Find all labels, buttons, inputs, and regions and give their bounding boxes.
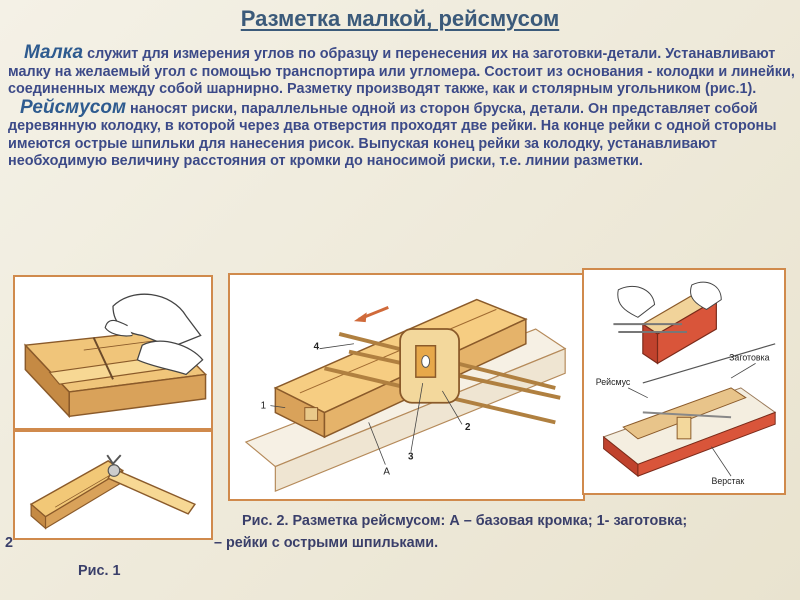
page-title: Разметка малкой, рейсмусом <box>240 6 560 31</box>
figure-2-image: 4 1 2 3 А <box>228 273 585 501</box>
fig3-label-reismus: Рейсмус <box>596 377 631 387</box>
figure-1-marking-drawing <box>23 293 208 419</box>
paragraph-malka: Малка служит для измерения углов по обра… <box>8 42 798 99</box>
figure-3-drawing: Заготовка Рейсмус Верстак <box>596 281 777 486</box>
fig2-label-a: А <box>383 466 390 477</box>
figure-1-malka-drawing <box>29 454 197 530</box>
caption-figure-2-line-1: Рис. 2. Разметка рейсмусом: А – базовая … <box>242 513 688 529</box>
fig3-label-zagotovka: Заготовка <box>729 352 770 362</box>
figure-3-image: Заготовка Рейсмус Верстак <box>582 268 786 495</box>
body-text: Малка служит для измерения углов по обра… <box>8 42 798 171</box>
figure-2-drawing: 4 1 2 3 А <box>244 298 567 493</box>
figure-1-marking-image <box>13 275 213 430</box>
caption-figure-2-line-2-end: – рейки с острыми шпильками. <box>214 535 439 551</box>
term-reismus: Рейсмусом <box>20 96 127 118</box>
paragraph-malka-text: служит для измерения углов по образцу и … <box>8 46 795 97</box>
figure-1-malka-image <box>13 430 213 540</box>
fig2-label-1: 1 <box>261 401 266 412</box>
fig2-label-3: 3 <box>408 452 414 463</box>
caption-figure-2-line-2-start: 2 <box>5 535 14 551</box>
paragraph-reismus-text: наносят риски, параллельные одной из сто… <box>8 100 777 170</box>
fig2-label-2: 2 <box>465 422 471 433</box>
paragraph-reismus: Рейсмусом наносят риски, параллельные од… <box>8 96 798 171</box>
fig2-label-4: 4 <box>314 342 320 353</box>
term-malka: Малка <box>24 42 84 63</box>
fig3-label-verstak: Верстак <box>711 476 744 486</box>
caption-figure-1: Рис. 1 <box>78 563 121 579</box>
